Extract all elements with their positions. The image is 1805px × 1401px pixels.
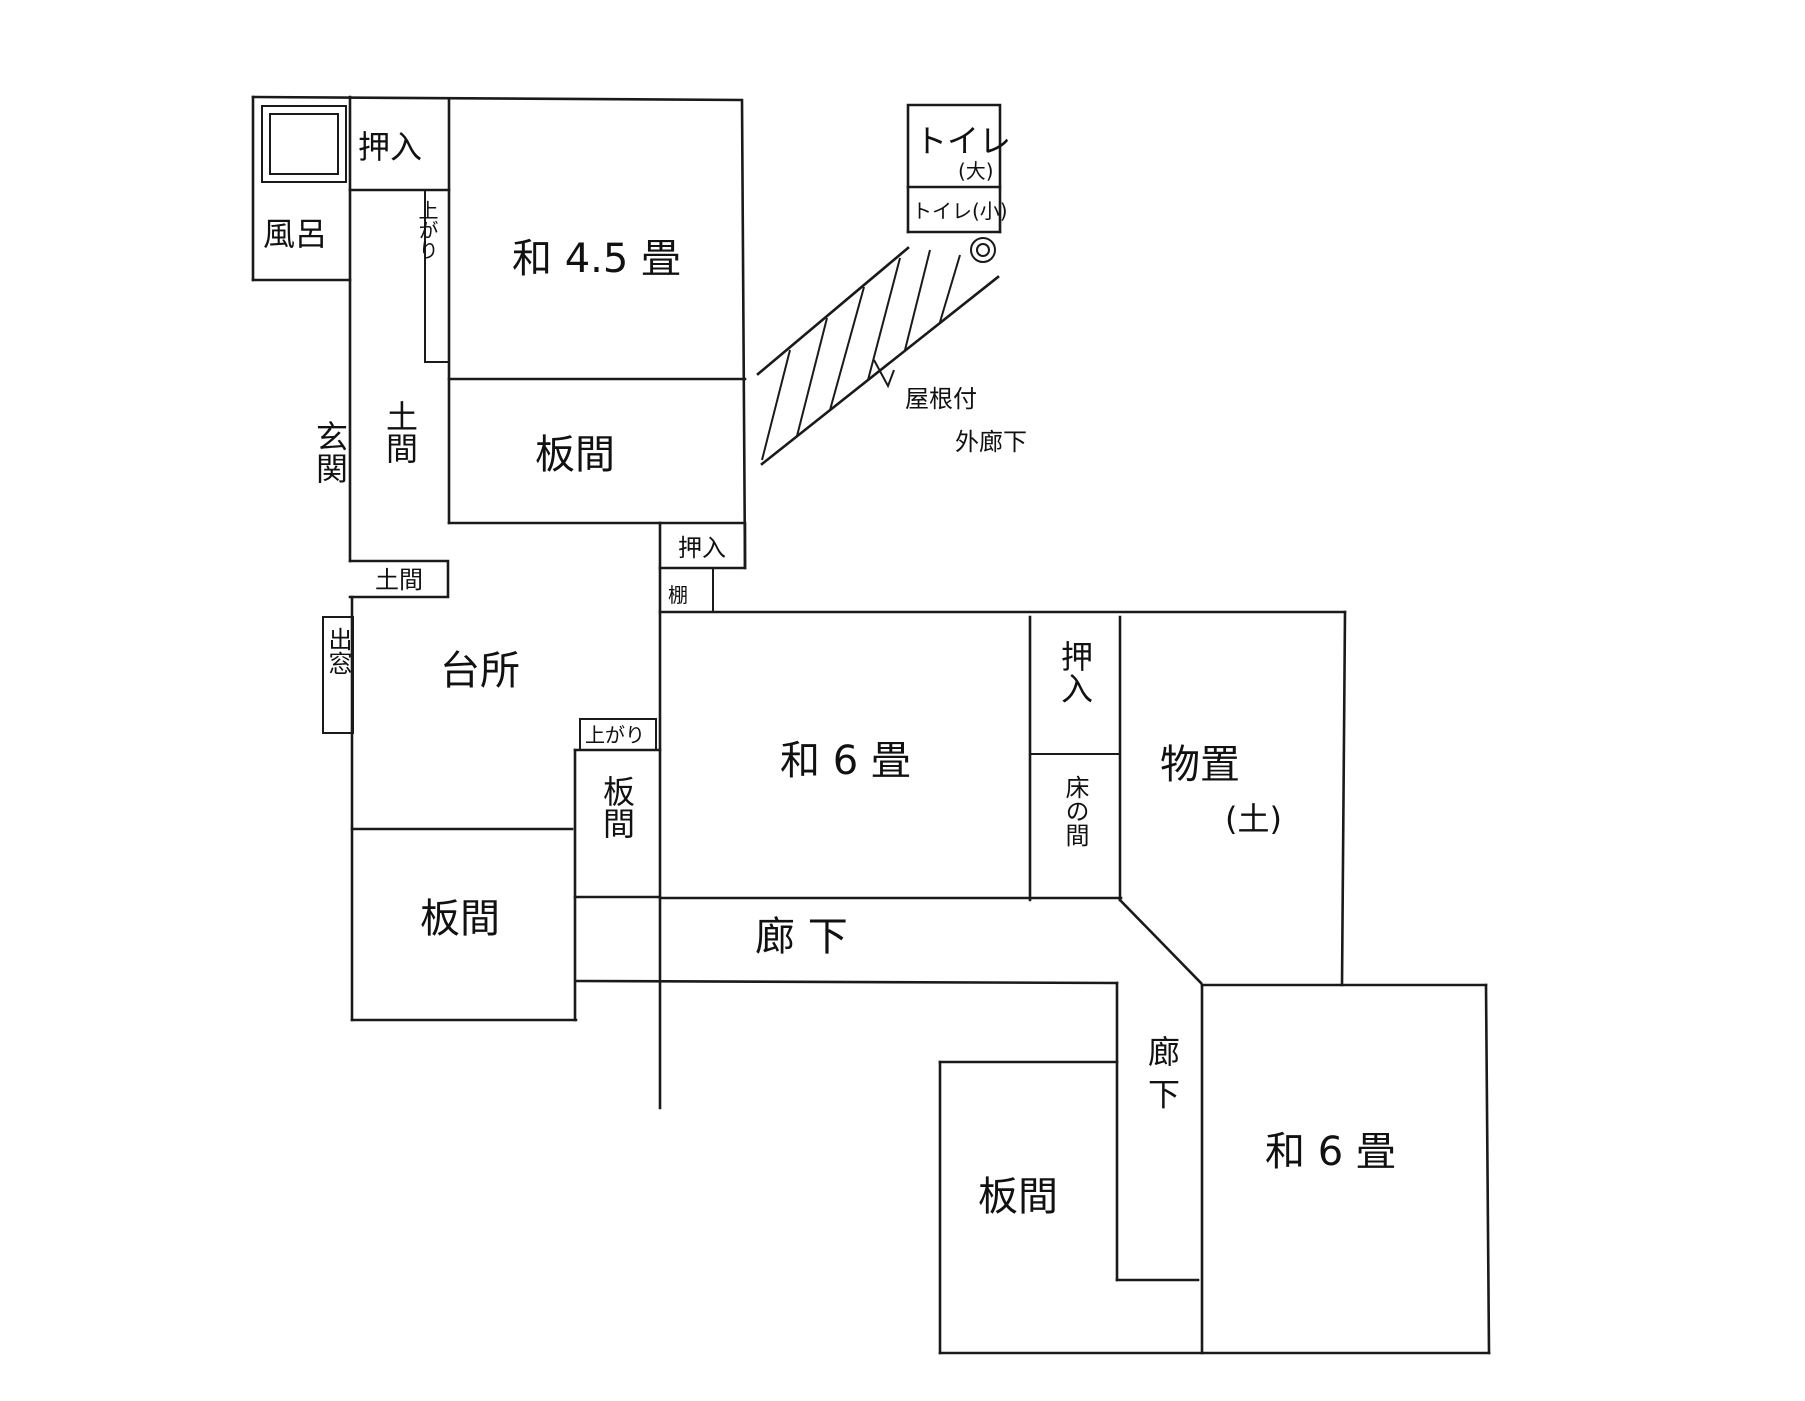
label-rouka-1: 廊 下 bbox=[755, 914, 848, 960]
label-washitsu-6b: 和 6 畳 bbox=[1265, 1129, 1396, 1175]
label-doma-2: 土間 bbox=[375, 566, 423, 594]
label-tana: 棚 bbox=[668, 583, 688, 607]
label-itama-3: 板間 bbox=[420, 896, 500, 942]
label-itama-1: 板間 bbox=[535, 432, 615, 478]
walls-toilets bbox=[906, 103, 1002, 263]
label-washitsu-6a: 和 6 畳 bbox=[780, 738, 911, 784]
walls-oshiire-tana bbox=[658, 521, 747, 1110]
label-furo: 風呂 bbox=[263, 215, 327, 253]
label-toilet-large-sub: (大) bbox=[958, 159, 994, 183]
label-agari-2: 上がり bbox=[585, 723, 645, 747]
walls-corridors bbox=[574, 979, 1200, 1282]
walls-middle-block bbox=[658, 610, 1347, 987]
label-agari-1: 上がり bbox=[415, 200, 439, 260]
label-itama-2: 板間 bbox=[598, 775, 636, 839]
label-toilet-small: トイレ(小) bbox=[912, 199, 1008, 223]
label-oshiire-mid: 押入 bbox=[678, 534, 726, 562]
label-ext-corridor-2: 外廊下 bbox=[955, 428, 1027, 456]
label-oshiire-top: 押入 bbox=[358, 128, 422, 166]
label-itama-4: 板間 bbox=[978, 1174, 1058, 1220]
label-daidokoro: 台所 bbox=[440, 648, 520, 694]
walls-top-block bbox=[251, 95, 747, 599]
toilet-bowl-icon bbox=[970, 237, 996, 263]
label-demado: 出窓 bbox=[324, 627, 352, 675]
label-genkan: 玄関 bbox=[311, 420, 349, 484]
label-monooki: 物置 bbox=[1160, 742, 1240, 788]
label-tokonoma: 床の間 bbox=[1061, 775, 1089, 847]
label-doma-1: 土間 bbox=[381, 400, 419, 464]
label-monooki-sub: (土) bbox=[1225, 800, 1282, 838]
walls-bottom-block bbox=[938, 983, 1491, 1355]
covered-corridor bbox=[756, 246, 1000, 466]
walls-kitchen bbox=[322, 595, 662, 1022]
label-oshiire-right: 押入 bbox=[1056, 640, 1094, 704]
label-washitsu-45: 和 4.5 畳 bbox=[512, 236, 681, 282]
label-toilet-large: トイレ bbox=[915, 122, 1011, 160]
label-rouka-2: 廊 下 bbox=[1143, 1035, 1181, 1109]
label-ext-corridor-1: 屋根付 bbox=[905, 385, 977, 413]
room-labels: 和 4.5 畳 風呂 押入 上がり 土間 玄関 板間 押入 棚 土間 出窓 台所… bbox=[263, 122, 1396, 1220]
